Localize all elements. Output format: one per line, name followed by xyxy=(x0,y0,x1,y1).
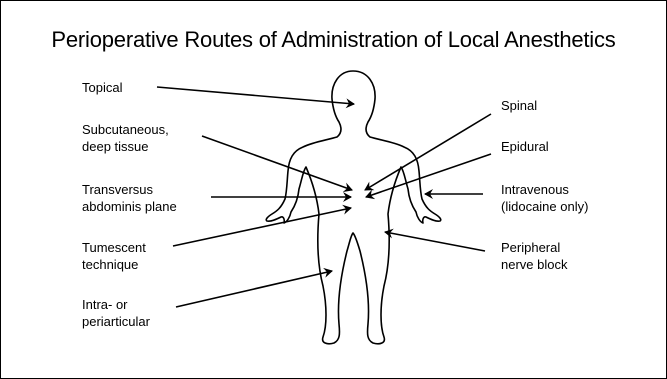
arrow-topical xyxy=(157,87,354,104)
human-body-outline xyxy=(266,71,441,344)
arrow-intra-periarticular xyxy=(176,271,332,307)
arrow-spinal xyxy=(365,114,491,190)
arrow-epidural xyxy=(366,154,491,197)
arrow-subcutaneous xyxy=(202,136,352,190)
arrow-peripheral xyxy=(385,232,485,251)
arrow-tumescent xyxy=(173,208,351,246)
